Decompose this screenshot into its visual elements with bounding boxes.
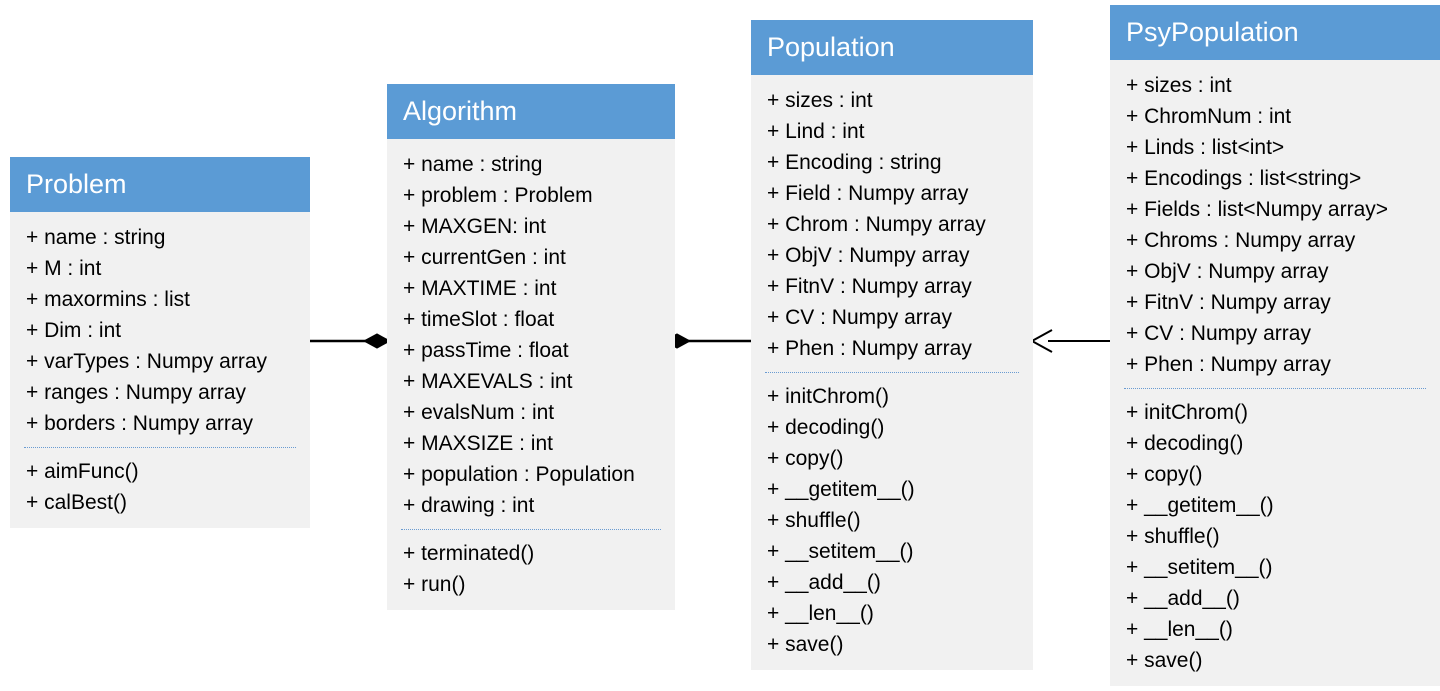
class-body-population: + sizes : int + Lind : int + Encoding : … [751,75,1033,670]
attribute-item: + varTypes : Numpy array [26,350,267,373]
method-item: + calBest() [26,491,127,514]
attribute-item: + Lind : int [767,120,865,143]
section-divider [1124,388,1426,389]
class-box-population[interactable]: Population + sizes : int + Lind : int + … [751,20,1033,670]
method-item: + save() [767,633,844,656]
attributes-section-psypopulation: + sizes : int + ChromNum : int + Linds :… [1110,70,1440,380]
attribute-item: + drawing : int [403,494,535,517]
method-item: + copy() [1126,463,1203,486]
attribute-item: + borders : Numpy array [26,412,254,435]
class-box-algorithm[interactable]: Algorithm + name : string + problem : Pr… [387,84,675,610]
relation-psypopulation-population [1029,329,1110,353]
section-divider [24,447,296,448]
attribute-item: + ranges : Numpy array [26,381,247,404]
methods-section-algorithm: + terminated() + run() [387,538,675,600]
method-item: + __len__() [767,602,874,625]
class-title-psypopulation: PsyPopulation [1110,5,1440,60]
attribute-item: + Encoding : string [767,151,942,174]
methods-section-problem: + aimFunc() + calBest() [10,456,310,518]
relation-problem-algorithm [310,333,392,349]
attribute-item: + evalsNum : int [403,401,555,424]
attribute-item: + currentGen : int [403,246,566,269]
method-item: + run() [403,573,466,596]
attributes-section-problem: + name : string + M : int + maxormins : … [10,222,310,439]
attribute-item: + name : string [403,153,543,176]
attribute-item: + Chrom : Numpy array [767,213,986,236]
class-title-problem: Problem [10,157,310,212]
attribute-item: + sizes : int [767,89,873,112]
attributes-section-algorithm: + name : string + problem : Problem + MA… [387,149,675,521]
method-item: + __getitem__() [1126,494,1274,517]
attribute-item: + CV : Numpy array [767,306,952,329]
attribute-item: + Encodings : list<string> [1126,167,1362,190]
method-item: + terminated() [403,542,535,565]
method-item: + __add__() [1126,587,1240,610]
class-body-problem: + name : string + M : int + maxormins : … [10,212,310,528]
method-item: + __setitem__() [1126,556,1273,579]
attribute-item: + name : string [26,226,166,249]
method-item: + shuffle() [767,509,861,532]
method-item: + aimFunc() [26,460,139,483]
attribute-item: + ChromNum : int [1126,105,1292,128]
section-divider [401,529,661,530]
methods-section-psypopulation: + initChrom() + decoding() + copy() + __… [1110,397,1440,676]
attribute-item: + Fields : list<Numpy array> [1126,198,1389,221]
attribute-item: + MAXEVALS : int [403,370,573,393]
class-box-psypopulation[interactable]: PsyPopulation + sizes : int + ChromNum :… [1110,5,1440,686]
method-item: + __setitem__() [767,540,914,563]
attribute-item: + M : int [26,257,102,280]
attribute-item: + FitnV : Numpy array [1126,291,1331,314]
method-item: + __getitem__() [767,478,915,501]
attribute-item: + problem : Problem [403,184,593,207]
class-title-algorithm: Algorithm [387,84,675,139]
attribute-item: + MAXTIME : int [403,277,557,300]
attributes-section-population: + sizes : int + Lind : int + Encoding : … [751,85,1033,364]
class-body-psypopulation: + sizes : int + ChromNum : int + Linds :… [1110,60,1440,686]
relation-population-algorithm [662,333,751,349]
attribute-item: + Phen : Numpy array [767,337,972,360]
class-box-problem[interactable]: Problem + name : string + M : int + maxo… [10,157,310,528]
attribute-item: + Linds : list<int> [1126,136,1285,159]
attribute-item: + ObjV : Numpy array [767,244,970,267]
methods-section-population: + initChrom() + decoding() + copy() + __… [751,381,1033,660]
attribute-item: + ObjV : Numpy array [1126,260,1329,283]
attribute-item: + timeSlot : float [403,308,555,331]
class-body-algorithm: + name : string + problem : Problem + MA… [387,139,675,610]
attribute-item: + maxormins : list [26,288,190,311]
attribute-item: + Field : Numpy array [767,182,969,205]
class-title-population: Population [751,20,1033,75]
attribute-item: + MAXGEN: int [403,215,546,238]
attribute-item: + population : Population [403,463,635,486]
attribute-item: + Chroms : Numpy array [1126,229,1356,252]
method-item: + decoding() [767,416,885,439]
attribute-item: + sizes : int [1126,74,1232,97]
attribute-item: + FitnV : Numpy array [767,275,972,298]
method-item: + initChrom() [767,385,889,408]
method-item: + initChrom() [1126,401,1248,424]
attribute-item: + CV : Numpy array [1126,322,1311,345]
method-item: + save() [1126,649,1203,672]
method-item: + decoding() [1126,432,1244,455]
attribute-item: + Dim : int [26,319,122,342]
method-item: + shuffle() [1126,525,1220,548]
attribute-item: + MAXSIZE : int [403,432,553,455]
section-divider [765,372,1019,373]
attribute-item: + Phen : Numpy array [1126,353,1331,376]
method-item: + __len__() [1126,618,1233,641]
attribute-item: + passTime : float [403,339,569,362]
method-item: + __add__() [767,571,881,594]
method-item: + copy() [767,447,844,470]
